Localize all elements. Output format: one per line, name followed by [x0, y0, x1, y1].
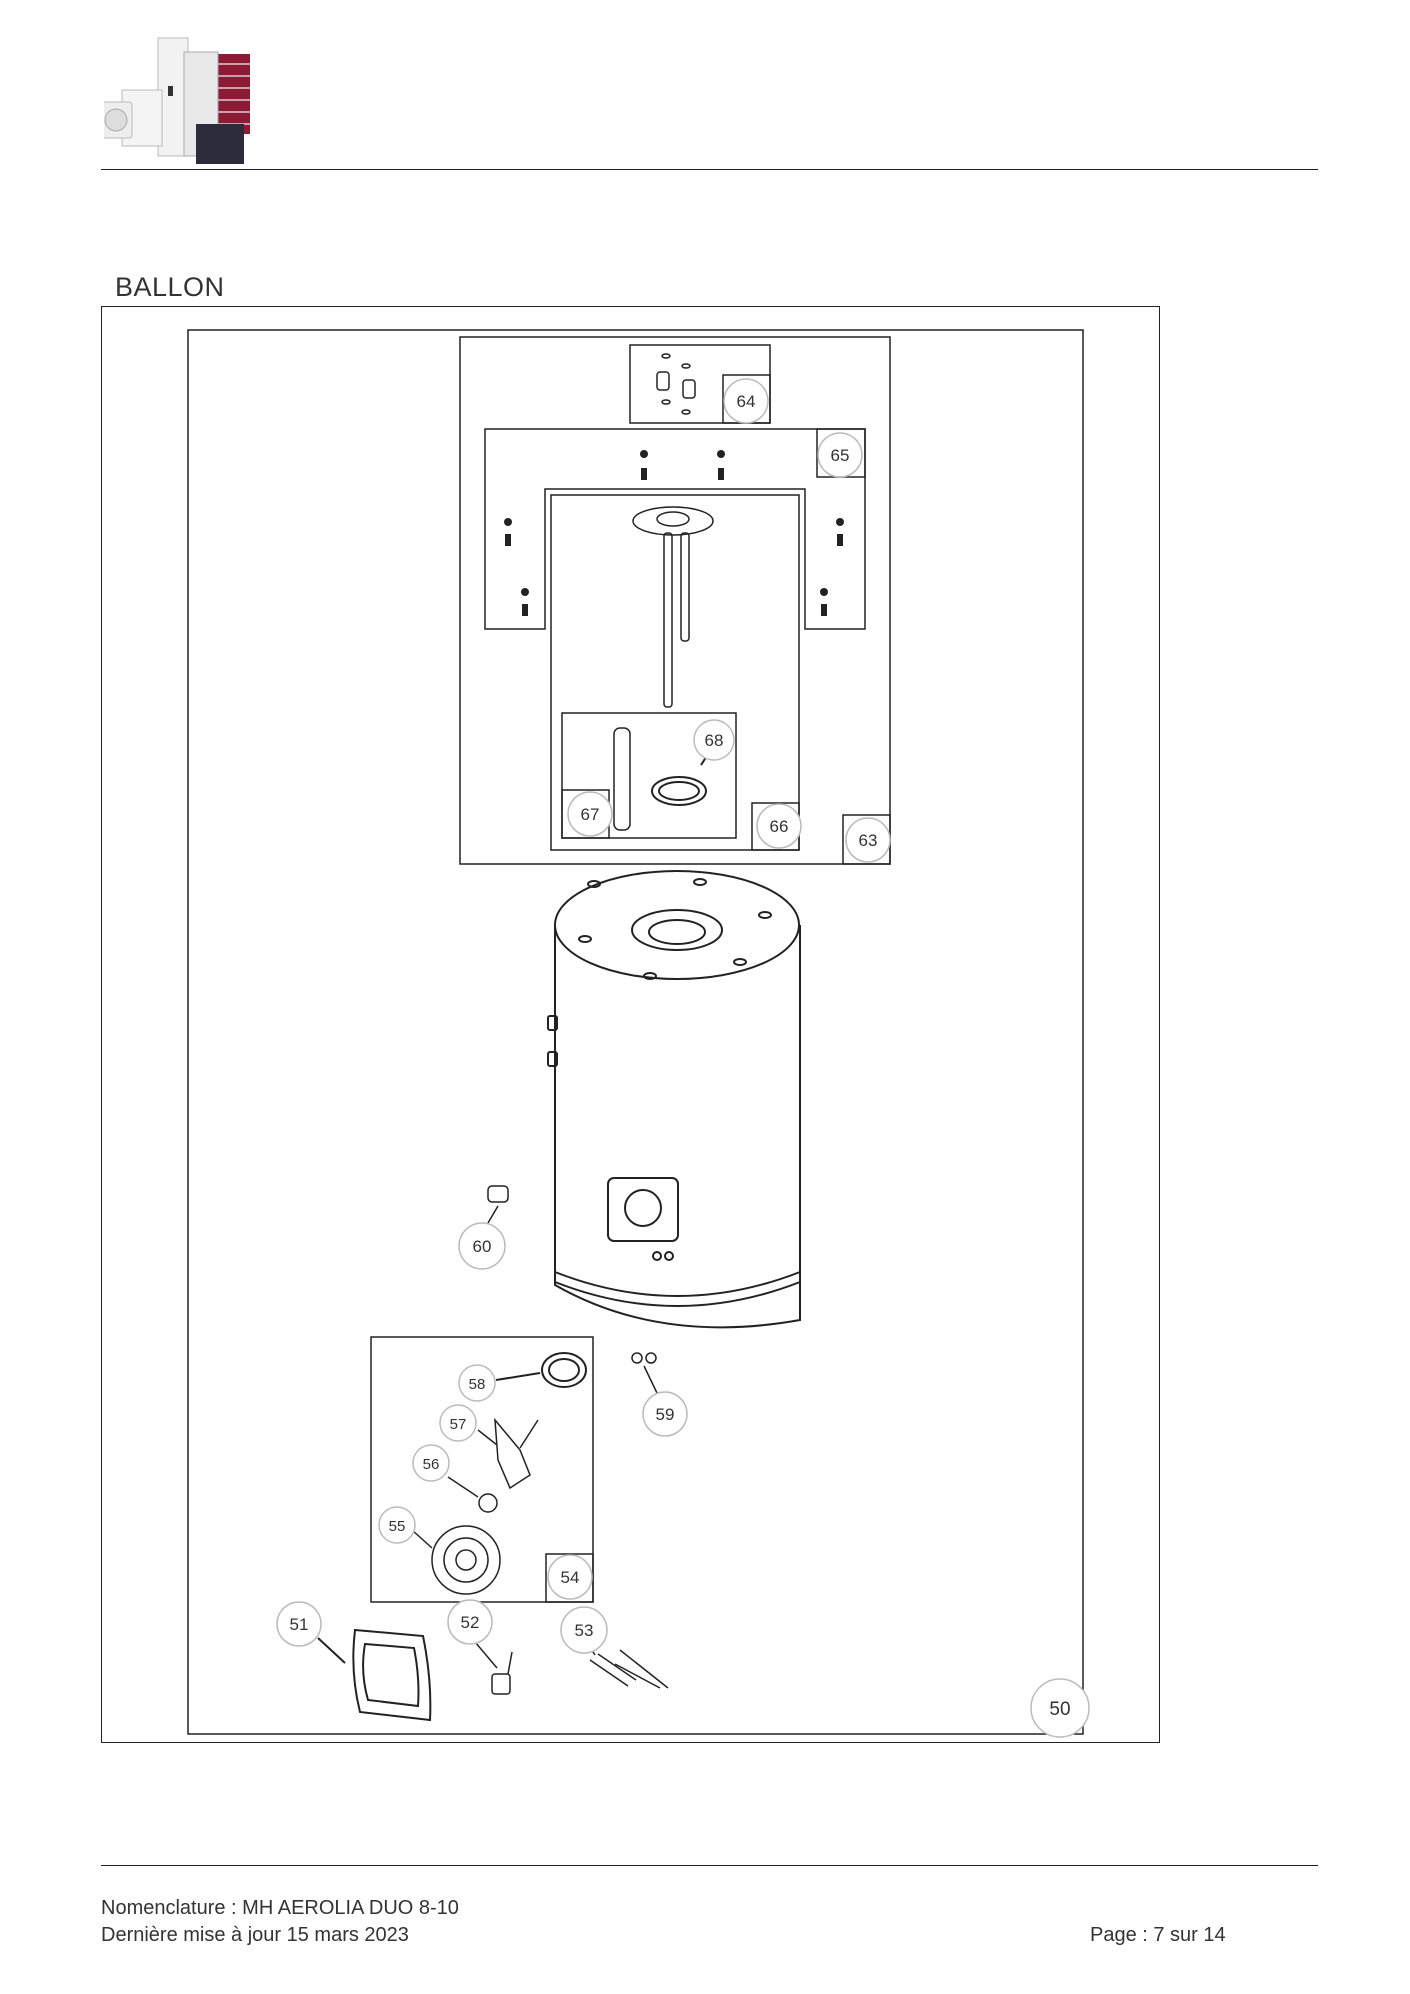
part-59-rings: [631, 1352, 658, 1394]
callout-63: 63: [845, 817, 891, 863]
callout-label: 58: [469, 1376, 486, 1393]
diagram-frame: [101, 306, 1160, 1743]
part-57-thermostat: [477, 1417, 539, 1490]
callout-label: 56: [423, 1456, 440, 1473]
callout-64: 64: [723, 378, 769, 424]
part-64-fittings: [656, 353, 696, 415]
callout-label: 63: [859, 831, 878, 850]
section-title: BALLON: [115, 272, 225, 302]
callout-60: 60: [458, 1222, 506, 1270]
callout-label: 53: [575, 1621, 594, 1640]
callout-54: 54: [547, 1554, 593, 1600]
footer-page-number: Page : 7 sur 14: [1090, 1924, 1226, 1946]
footer-rule: [101, 1865, 1318, 1866]
callout-55: 55: [378, 1506, 416, 1544]
callout-label: 52: [461, 1613, 480, 1632]
callout-50: 50: [1030, 1678, 1090, 1738]
part-58-gasket: [495, 1352, 587, 1388]
callout-label: 67: [581, 805, 600, 824]
part-65-bolts: [504, 450, 844, 616]
footer-update-date: Dernière mise à jour 15 mars 2023: [101, 1924, 409, 1946]
callout-label: 60: [473, 1237, 492, 1256]
group-box-67: [561, 712, 737, 839]
callout-label: 65: [831, 446, 850, 465]
callout-label: 59: [656, 1405, 675, 1424]
part-52-sensor: [469, 1635, 513, 1695]
part-60-fitting: [487, 1185, 509, 1224]
part-50-tank: [547, 870, 801, 1329]
part-53-cables: [583, 1637, 669, 1689]
callout-66: 66: [756, 803, 802, 849]
callout-53: 53: [560, 1606, 608, 1654]
callout-56: 56: [412, 1444, 450, 1482]
callout-58: 58: [458, 1364, 496, 1402]
callout-label: 68: [705, 731, 724, 750]
callout-label: 55: [389, 1518, 406, 1535]
group-box-54: [370, 1336, 594, 1603]
callout-57: 57: [439, 1404, 477, 1442]
callout-label: 54: [561, 1568, 580, 1587]
group-box-65: [484, 428, 866, 630]
part-66-heating-element: [632, 506, 714, 708]
part-51-cover: [317, 1628, 432, 1722]
callout-51: 51: [276, 1601, 322, 1647]
callout-67: 67: [567, 791, 613, 837]
part-56-o-ring: [447, 1476, 498, 1513]
heating-products-logo: [104, 37, 250, 164]
part-55-flange: [411, 1525, 501, 1595]
callout-59: 59: [642, 1391, 688, 1437]
callout-label: 66: [770, 817, 789, 836]
callout-label: 57: [450, 1416, 467, 1433]
callout-label: 64: [737, 392, 756, 411]
group-box-66: [550, 494, 800, 851]
part-67-anode: [613, 727, 631, 831]
footer-reference: Nomenclature : MH AEROLIA DUO 8-10: [101, 1897, 459, 1919]
callout-52: 52: [447, 1599, 493, 1645]
group-box-63: [459, 336, 891, 865]
inner-frame: [187, 329, 1084, 1735]
callout-label: 50: [1049, 1699, 1070, 1720]
callout-65: 65: [817, 432, 863, 478]
callout-label: 51: [290, 1615, 309, 1634]
callout-68: 68: [693, 719, 735, 761]
header-rule: [101, 169, 1318, 170]
